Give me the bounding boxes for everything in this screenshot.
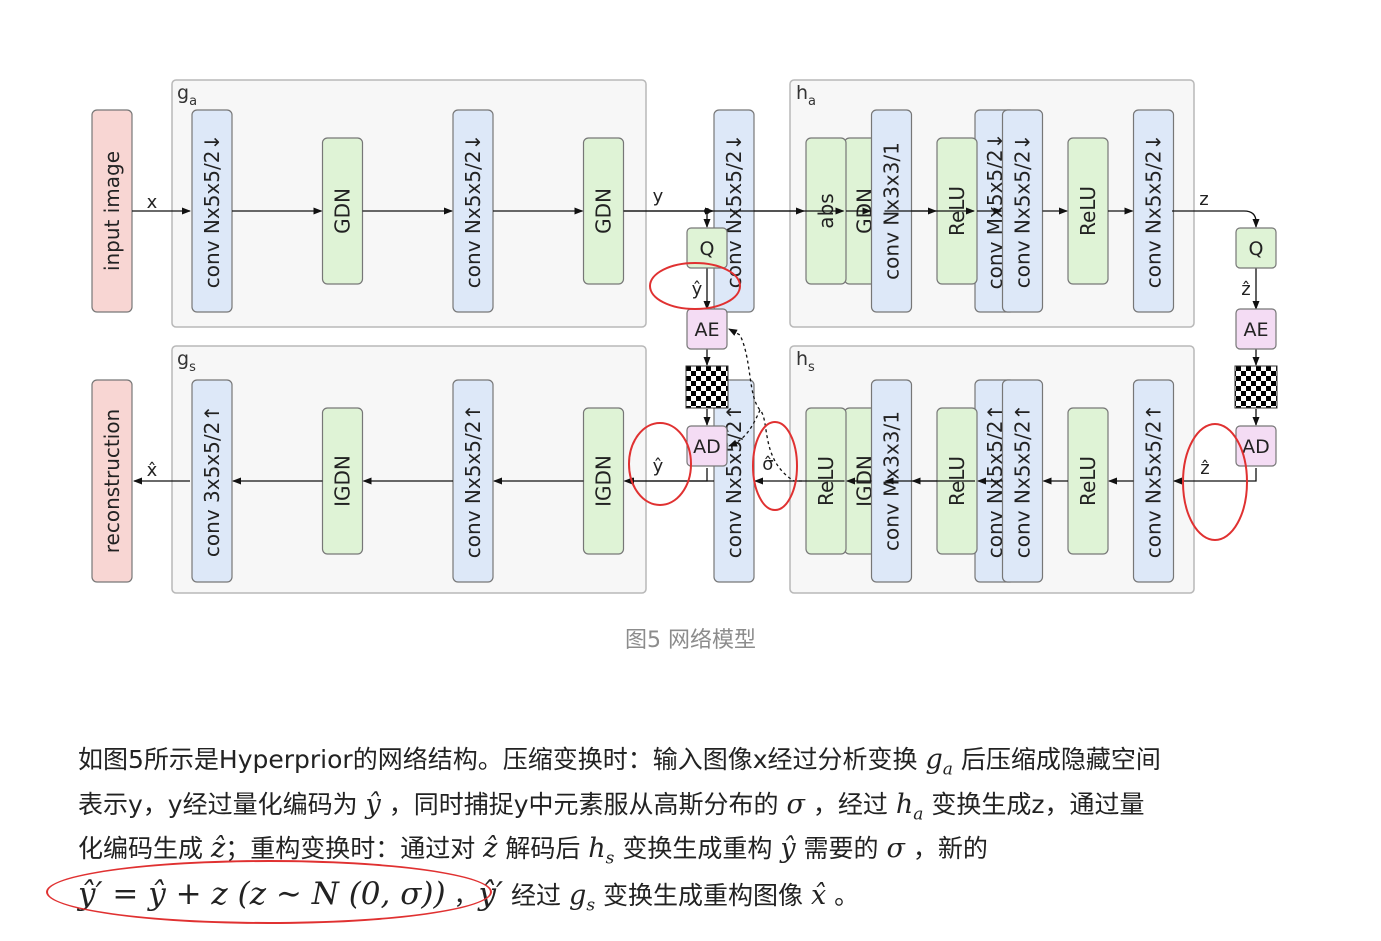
ga-layer-label: conv Nx5x5/2↓ xyxy=(461,134,485,288)
math-ga: ga xyxy=(925,744,953,780)
text: 经过 xyxy=(503,880,570,910)
math-sigma: σ xyxy=(886,833,905,864)
gs-layer-label: conv 3x5x5/2↑ xyxy=(200,405,224,557)
ga-title: ga xyxy=(177,82,197,109)
ad-label-z: AD xyxy=(1242,436,1270,458)
highlight-zhat xyxy=(1182,423,1248,541)
layer-blocks: conv Nx5x5/2↓ GDN conv Nx5x5/2↓ GDN conv Nx5… xyxy=(191,109,1175,583)
gs-frame xyxy=(171,345,647,594)
xhat-label: x̂ xyxy=(147,460,158,481)
text: 变换生成z，通过量 xyxy=(923,789,1145,819)
paragraph-line-1: 如图5所示是Hyperprior的网络结构。压缩变换时：输入图像x经过分析变换 … xyxy=(78,738,1308,783)
yhat-label-bottom: ŷ xyxy=(653,456,664,477)
reconstruction-label: reconstruction xyxy=(100,409,124,553)
hs-title: hs xyxy=(796,348,815,375)
q-label-y: Q xyxy=(700,238,715,260)
layer-arrows xyxy=(232,207,1134,485)
hs-layer-label: conv Nx5x5/2↑ xyxy=(1011,404,1035,558)
math-gs: gs xyxy=(569,879,596,915)
text: ，新的 xyxy=(904,834,988,863)
math-zhat: ẑ xyxy=(210,833,226,864)
gs-layer-label: IGDN xyxy=(331,455,355,507)
ae-block-z xyxy=(1235,308,1277,350)
text: 变换生成重构图像 xyxy=(595,880,811,910)
yhat-label-top: ŷ xyxy=(692,279,703,300)
ha-layer-label: ReLU xyxy=(1076,186,1100,236)
reconstruction-block xyxy=(91,379,133,583)
y-label: y xyxy=(653,186,664,207)
math-yhat: ŷ xyxy=(780,833,796,864)
gs-layer-label: conv Nx5x5/2↑ xyxy=(461,404,485,558)
branch-dot xyxy=(704,208,710,214)
highlight-yhat-top xyxy=(649,262,741,310)
text: 后压缩成隐藏空间 xyxy=(952,745,1161,774)
q-label-z: Q xyxy=(1249,238,1264,260)
ad-label-y: AD xyxy=(693,436,721,458)
text: 化编码生成 xyxy=(78,834,211,863)
hs-layer-label: ReLU xyxy=(1076,456,1100,506)
gs-layer-label: IGDN xyxy=(592,455,616,507)
highlight-formula xyxy=(46,860,492,924)
math-ha: ha xyxy=(895,788,924,824)
math-zhat: ẑ xyxy=(483,833,498,864)
figure-caption: 图5 网络模型 xyxy=(625,628,756,653)
text: 变换生成重构 xyxy=(614,834,781,863)
highlight-annotations xyxy=(628,262,1248,541)
math-yhat: ŷ xyxy=(365,788,381,820)
text: 需要的 xyxy=(795,834,887,863)
text: 如图5所示是Hyperprior的网络结构。压缩变换时：输入图像x经过分析变换 xyxy=(78,745,926,774)
sigmahat-label: σ̂ xyxy=(762,454,773,475)
ha-title: ha xyxy=(796,82,816,109)
math-sigma: σ xyxy=(786,788,805,820)
hs-layer-label: conv Nx5x5/2↑ xyxy=(1142,404,1166,558)
ad-block-z xyxy=(1235,425,1277,467)
ha-layer-label: conv Nx5x5/2↓ xyxy=(1142,134,1166,288)
bitstream-y xyxy=(685,365,729,409)
zhat-label-bottom: ẑ xyxy=(1200,458,1209,479)
bitstream-z xyxy=(1234,365,1278,409)
text: 解码后 xyxy=(497,834,589,863)
text: ；重构变换时：通过对 xyxy=(225,834,484,863)
ga-layer-label: conv Nx5x5/2↓ xyxy=(200,134,224,288)
x-label: x xyxy=(147,192,158,213)
input-image-label: input image xyxy=(100,151,124,271)
ga-frame xyxy=(171,79,647,328)
math-xhat: x̂ xyxy=(810,879,827,911)
z-label: z xyxy=(1199,189,1208,210)
highlight-yhat-bottom xyxy=(628,422,692,506)
q-block-z xyxy=(1235,227,1277,269)
math-hs: hs xyxy=(588,833,615,869)
paragraph-line-3: 化编码生成 ẑ；重构变换时：通过对 ẑ 解码后 hs 变换生成重构 ŷ 需要的 … xyxy=(78,827,1308,872)
text: ，经过 xyxy=(804,789,896,819)
ae-label-y: AE xyxy=(694,319,719,341)
ha-layer-label: conv Nx5x5/2↓ xyxy=(1011,134,1035,288)
paragraph-line-2: 表示y，y经过量化编码为 ŷ ，同时捕捉y中元素服从高斯分布的 σ ，经过 ha… xyxy=(78,783,1308,828)
highlight-sigmahat xyxy=(752,421,798,511)
zhat-label-top: ẑ xyxy=(1241,279,1250,300)
text: 。 xyxy=(826,880,860,910)
text: ，同时捕捉y中元素服从高斯分布的 xyxy=(380,789,787,819)
text: 表示y，y经过量化编码为 xyxy=(78,789,366,819)
gs-title: gs xyxy=(177,348,196,375)
ae-label-z: AE xyxy=(1243,319,1268,341)
ga-layer-label: GDN xyxy=(592,188,616,234)
q-block-y xyxy=(686,227,728,269)
ga-layer-label: GDN xyxy=(331,188,355,234)
network-diagram: ga gs ha hs input image reconstruction c… xyxy=(91,79,1278,594)
